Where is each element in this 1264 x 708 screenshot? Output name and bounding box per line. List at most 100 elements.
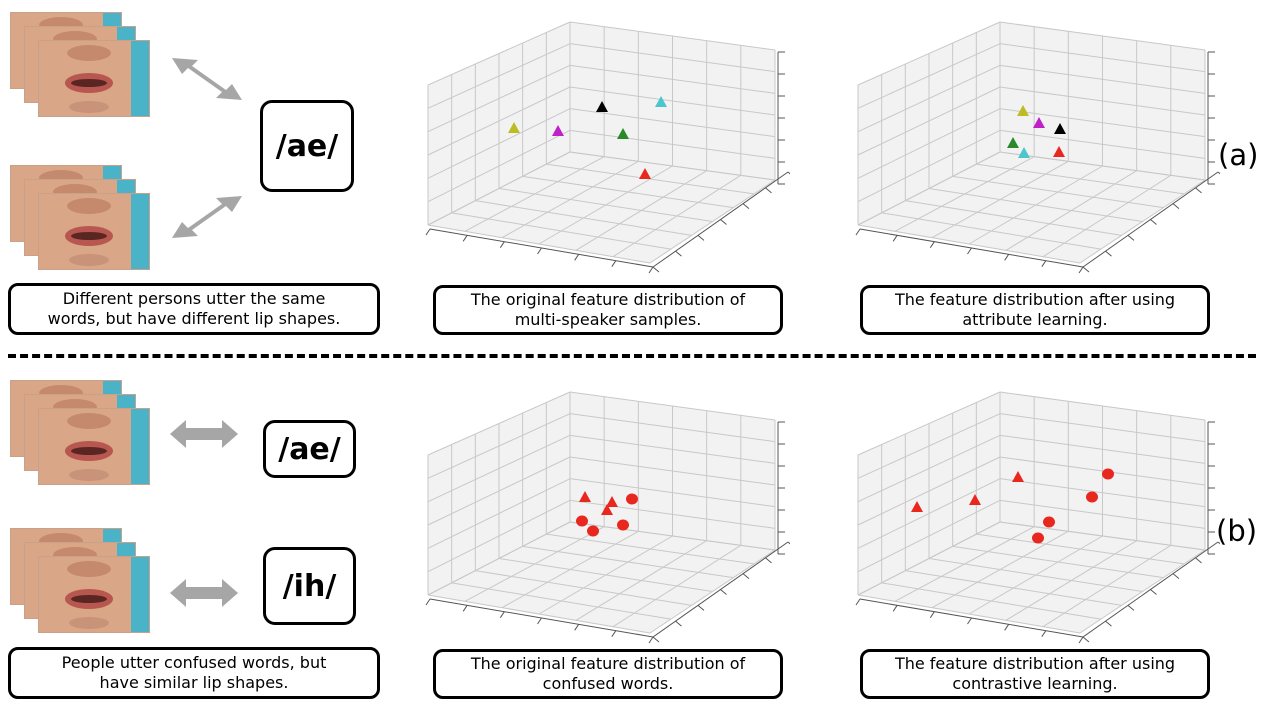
circle-marker [1086, 491, 1098, 503]
grid-line [1105, 250, 1112, 257]
grid-line [569, 108, 776, 138]
triangle-marker [1017, 105, 1029, 116]
grid-line [675, 250, 682, 257]
grid-line [697, 604, 705, 611]
grid-line [675, 620, 682, 627]
triangle-marker [617, 128, 629, 139]
grid-line [999, 499, 1206, 529]
circle-marker [587, 525, 599, 537]
grid-line [427, 129, 571, 203]
triangle-marker [596, 101, 608, 112]
grid-line [999, 108, 1206, 138]
caption-b2: The original feature distribution of con… [433, 649, 783, 699]
word-box-ae-b: /ae/ [263, 420, 356, 478]
grid-line [499, 611, 505, 618]
grid-line [1082, 266, 1090, 273]
grid-line [427, 43, 571, 109]
grid-line [765, 557, 772, 564]
grid-line [999, 478, 1206, 508]
row-label-a: (a) [1218, 138, 1259, 172]
face-image [38, 193, 150, 270]
grid-line [574, 254, 580, 261]
grid-line [648, 266, 654, 274]
grid-line [652, 266, 660, 273]
grid-line [967, 617, 972, 625]
double-arrow-icon [172, 196, 242, 238]
grid-line [1195, 557, 1202, 564]
triangle-marker [655, 96, 667, 107]
grid-line [1217, 171, 1220, 175]
grid-line [652, 636, 660, 643]
grid-line [1127, 604, 1135, 611]
caption-a1: Different persons utter the same words, … [8, 283, 380, 335]
grid-line [999, 86, 1206, 116]
grid-line [857, 86, 1001, 156]
grid-line [857, 434, 1001, 503]
grid-line [999, 391, 1206, 421]
caption-line: The original feature distribution of [470, 290, 746, 309]
caption-line: have similar lip shapes. [99, 673, 289, 692]
double-arrow-icon [172, 58, 242, 100]
grid-line [857, 129, 1001, 203]
grid-line [857, 21, 1001, 86]
grid-line [499, 241, 505, 248]
grid-line [575, 170, 707, 251]
grid-line [501, 160, 639, 239]
grid-line [427, 413, 571, 479]
word-label: /ih/ [282, 568, 337, 604]
grid-line [999, 43, 1206, 73]
row-label-b: (b) [1216, 514, 1258, 548]
scatter3d-plot-a1 [425, 21, 790, 274]
triangle-marker [606, 496, 618, 507]
grid-line [787, 541, 790, 545]
grid-line [999, 456, 1206, 486]
grid-line [1150, 219, 1157, 225]
caption-line: attribute learning. [962, 310, 1108, 329]
triangle-marker [1033, 117, 1045, 128]
scatter3d-plot-b2 [855, 391, 1220, 644]
grid-line [569, 391, 776, 421]
word-label: /ae/ [278, 431, 341, 467]
face-image [38, 408, 150, 485]
face-image [38, 556, 150, 633]
grid-line [612, 544, 742, 628]
grid-line [569, 43, 776, 73]
grid-line [894, 526, 1035, 602]
grid-line [537, 617, 542, 625]
grid-line [855, 228, 861, 236]
grid-line [427, 478, 571, 549]
grid-line [611, 260, 617, 267]
triangle-marker [579, 491, 591, 502]
grid-line [427, 499, 571, 573]
face-stack-bottom-a [10, 165, 150, 270]
grid-line [575, 540, 707, 621]
grid-line [427, 151, 571, 226]
caption-a3: The feature distribution after using att… [860, 285, 1210, 335]
grid-line [569, 413, 776, 443]
grid-line [742, 573, 750, 580]
triangle-marker [969, 494, 981, 505]
grid-line [929, 241, 935, 248]
grid-line [967, 247, 972, 255]
grid-line [892, 605, 898, 612]
grid-line [427, 391, 571, 456]
triangle-marker [911, 501, 923, 512]
triangle-marker [1012, 471, 1024, 482]
grid-line [929, 611, 935, 618]
section-divider [8, 354, 1256, 358]
triangle-marker [601, 504, 613, 515]
grid-line [1042, 544, 1172, 628]
triangle-marker [639, 168, 651, 179]
grid-line [569, 434, 776, 464]
grid-line [1079, 549, 1206, 634]
caption-line: The feature distribution after using [894, 654, 1176, 673]
grid-line [427, 521, 571, 596]
scatter3d-plot-a2 [855, 21, 1220, 274]
triangle-marker [1018, 147, 1030, 158]
grid-line [1041, 630, 1047, 637]
grid-line [538, 535, 673, 615]
grid-line [857, 43, 1001, 109]
grid-line [1082, 636, 1090, 643]
grid-line [1004, 254, 1010, 261]
grid-line [569, 86, 776, 116]
